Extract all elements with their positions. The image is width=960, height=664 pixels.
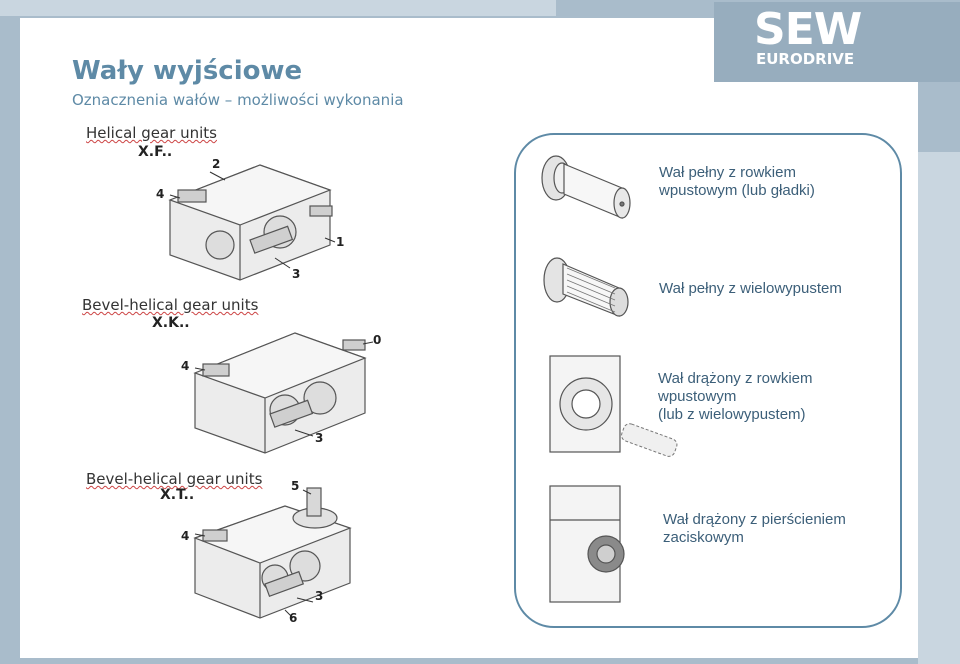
callout-number: 3 bbox=[315, 431, 323, 445]
hollow-shaft-shrink-disc-icon bbox=[549, 485, 625, 603]
unit-code: X.T.. bbox=[160, 487, 195, 503]
logo-box bbox=[714, 2, 960, 82]
callout-number: 1 bbox=[336, 235, 344, 249]
unit-label: Bevel-helical gear units bbox=[82, 296, 259, 314]
logo-sew: SEW bbox=[754, 4, 862, 55]
gear-unit-drawing: 0 4 3 bbox=[181, 332, 381, 454]
gear-unit-drawing: 5 4 3 6 bbox=[181, 479, 352, 625]
callout-number: 4 bbox=[181, 529, 189, 543]
callout-number: 2 bbox=[212, 157, 220, 171]
unit-code: X.K.. bbox=[152, 315, 190, 331]
unit-label: Bevel-helical gear units bbox=[86, 470, 263, 488]
option-text: Wał drążony z rowkiem wpustowym (lub z w… bbox=[658, 370, 813, 423]
callout-number: 6 bbox=[289, 611, 297, 625]
gear-unit-drawing: 2 4 1 3 bbox=[156, 157, 344, 281]
side-band bbox=[918, 152, 960, 664]
splined-shaft-icon bbox=[543, 257, 629, 317]
page-title: Wały wyjściowe bbox=[72, 56, 303, 86]
option-text: Wał pełny z wielowypustem bbox=[659, 280, 842, 297]
option-text: Wał drążony z pierścieniem zaciskowym bbox=[663, 511, 846, 546]
callout-number: 3 bbox=[292, 267, 300, 281]
callout-number: 4 bbox=[181, 359, 189, 373]
option-text: Wał pełny z rowkiem wpustowym (lub gładk… bbox=[659, 164, 815, 199]
callout-number: 4 bbox=[156, 187, 164, 201]
logo-eurodrive: EURODRIVE bbox=[756, 50, 855, 68]
unit-code: X.F.. bbox=[138, 144, 173, 160]
callout-number: 5 bbox=[291, 479, 299, 493]
unit-label: Helical gear units bbox=[86, 124, 217, 142]
callout-number: 3 bbox=[315, 589, 323, 603]
hollow-shaft-keyway-icon bbox=[549, 355, 678, 457]
page-subtitle: Oznacznenia wałów – możliwości wykonania bbox=[72, 91, 404, 109]
solid-shaft-keyway-icon bbox=[541, 155, 631, 219]
callout-number: 0 bbox=[373, 333, 381, 347]
header-band bbox=[0, 0, 556, 16]
